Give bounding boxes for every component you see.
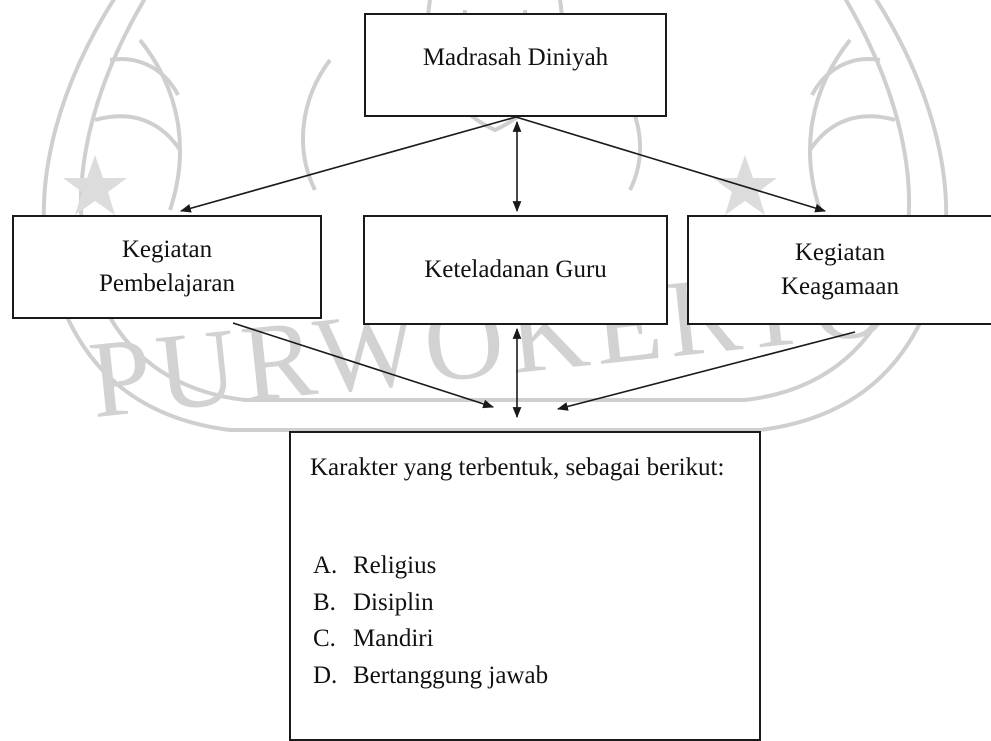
karakter-list: A. Religius B. Disiplin C. Mandiri D. Be… bbox=[313, 548, 548, 694]
list-marker: A. bbox=[313, 552, 338, 579]
list-item-text: Religius bbox=[353, 552, 437, 579]
kegiatan-pembelajaran-box: Kegiatan Pembelajaran bbox=[12, 215, 322, 319]
arrow-top-to-left bbox=[179, 116, 517, 213]
karakter-intro-text: Karakter yang terbentuk, sebagai berikut… bbox=[310, 454, 725, 481]
madrasah-diniyah-box: Madrasah Diniyah bbox=[364, 13, 667, 117]
list-item-text: Bertanggung jawab bbox=[353, 661, 549, 689]
kegiatan-pembelajaran-label: Kegiatan Pembelajaran bbox=[98, 236, 236, 297]
arrow-left-to-result bbox=[232, 322, 495, 409]
list-item-text: Disiplin bbox=[353, 588, 434, 616]
list-item: A. Religius bbox=[313, 548, 548, 585]
kegiatan-keagamaan-box: Kegiatan Keagamaan bbox=[687, 215, 991, 325]
list-marker: C. bbox=[313, 625, 336, 652]
list-item: C. Mandiri bbox=[313, 621, 548, 658]
list-item-text: Mandiri bbox=[353, 625, 434, 652]
karakter-result-box: Karakter yang terbentuk, sebagai berikut… bbox=[289, 431, 761, 741]
madrasah-diniyah-label: Madrasah Diniyah bbox=[422, 44, 609, 72]
arrow-top-to-right bbox=[515, 116, 827, 213]
list-marker: D. bbox=[313, 661, 338, 689]
keteladanan-guru-label: Keteladanan Guru bbox=[424, 256, 607, 284]
list-item: B. Disiplin bbox=[313, 585, 548, 622]
kegiatan-keagamaan-label: Kegiatan Keagamaan bbox=[781, 239, 899, 300]
arrow-right-to-result bbox=[556, 331, 856, 411]
list-marker: B. bbox=[313, 588, 336, 616]
list-item: D. Bertanggung jawab bbox=[313, 658, 548, 695]
keteladanan-guru-box: Keteladanan Guru bbox=[363, 215, 668, 325]
